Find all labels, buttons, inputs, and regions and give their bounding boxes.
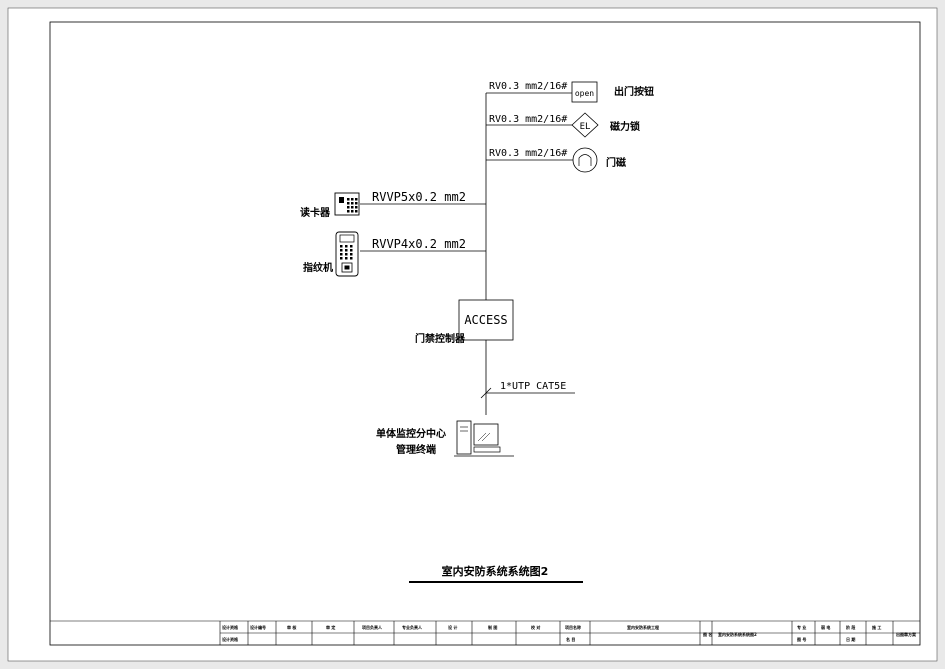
tb-right-label-4: 图 号 [797,636,806,642]
fingerprint-cable-label: RVVP4x0.2 mm2 [372,237,466,251]
tb-row1-cell-0: 设计资格 [222,624,239,630]
access-controller-text: ACCESS [464,313,507,327]
mag-lock-symbol-text: EL [580,122,591,132]
tb-row1-cell-10: 室内安防系统工程 [627,624,659,630]
tb-drawing-name: 室内安防系统系统图2 [718,631,757,637]
card-reader-label: 读卡器 [300,206,331,219]
access-controller-label: 门禁控制器 [415,332,466,345]
tb-row2-cell-9: 名 目 [566,636,575,642]
drawing-frame [49,21,921,646]
tb-row1-cell-9: 项目名称 [565,624,581,630]
door-contact-label: 门磁 [606,156,626,169]
network-tick-mark [480,387,492,399]
tb-right-label-2: 阶 段 [846,624,855,630]
exit-button-cable-label: RV0.3 mm2/16# [489,81,567,92]
exit-button-label: 出门按钮 [614,85,654,98]
tb-row1-cell-3: 审 定 [326,624,335,630]
door-contact-icon [572,147,598,173]
door-contact-inner-icon [578,154,592,166]
fingerprint-reader-icon [335,231,359,277]
mag-lock-label: 磁力锁 [610,120,640,133]
terminal-label-line1: 单体监控分中心 [376,427,446,440]
diagram-title: 室内安防系统系统图2 [442,564,549,578]
tb-right-label-1: 弱 电 [821,624,830,630]
tb-row1-cell-2: 审 核 [287,624,296,630]
tb-drawing-label: 图 名 [703,631,712,637]
mag-lock-icon [571,112,599,138]
network-cable-label: 1*UTP CAT5E [500,381,566,392]
tb-row1-cell-1: 设计编号 [250,624,266,630]
mag-lock-cable-label: RV0.3 mm2/16# [489,114,567,125]
fingerprint-label: 指纹机 [303,261,333,274]
tb-row2-cell-0: 设计资格 [222,636,239,642]
tb-right-label-0: 专 业 [797,624,806,630]
tb-row1-cell-8: 校 对 [531,624,540,630]
tb-right-label-5: 日 期 [846,636,855,642]
tb-row1-cell-7: 制 图 [488,624,497,630]
tb-right-label-3: 施 工 [871,624,881,630]
door-contact-cable-label: RV0.3 mm2/16# [489,148,567,159]
exit-button-symbol-text: open [575,89,594,98]
card-reader-icon [334,192,360,216]
access-controller-box [458,299,514,341]
tb-row1-cell-6: 设 计 [448,624,457,630]
tb-row1-cell-5: 专业负责人 [402,624,423,630]
tb-stamp: 出图章方案 [896,631,917,637]
computer-terminal-icon [454,420,514,457]
tb-row1-cell-4: 项目负责人 [362,624,383,630]
card-reader-cable-label: RVVP5x0.2 mm2 [372,190,466,204]
exit-button-icon [571,81,598,103]
title-block [50,620,920,645]
terminal-label-line2: 管理终端 [396,443,436,456]
